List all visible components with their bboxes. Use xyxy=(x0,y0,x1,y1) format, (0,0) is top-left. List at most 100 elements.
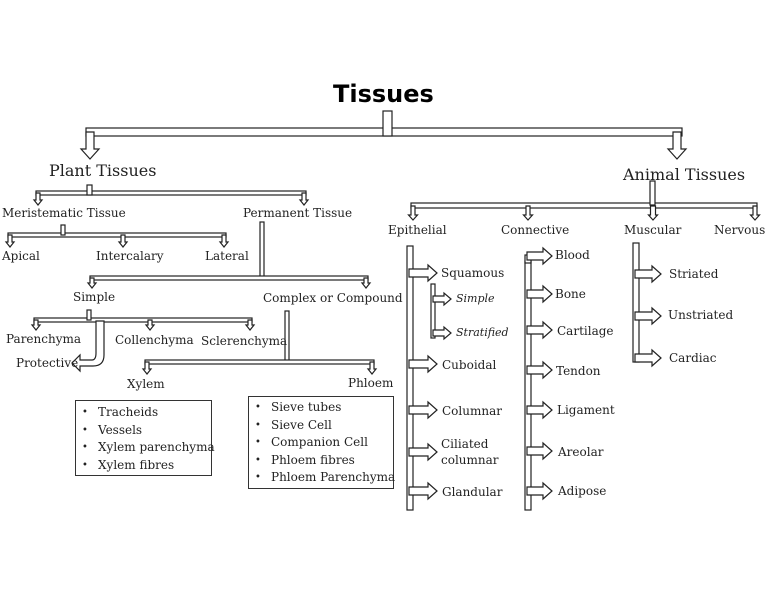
xylem-item: Vessels xyxy=(76,422,211,440)
phloem-item: Sieve tubes xyxy=(249,399,393,417)
unstriated-label: Unstriated xyxy=(668,308,734,322)
arrow-to-nervous xyxy=(749,205,761,221)
arrow-to-muscular xyxy=(647,205,659,221)
permanent-branch-bar xyxy=(89,275,369,281)
animal-branch-bar xyxy=(410,202,758,209)
phloem-items-box: Sieve tubes Sieve Cell Companion Cell Ph… xyxy=(248,396,395,489)
blood-label: Blood xyxy=(555,248,590,262)
arrow-to-parenchyma xyxy=(30,319,42,331)
collenchyma-label: Collenchyma xyxy=(115,333,194,347)
phloem-item: Sieve Cell xyxy=(249,417,393,435)
squamous-label: Squamous xyxy=(441,266,505,280)
title-stem xyxy=(382,110,393,137)
arrow-to-phloem xyxy=(366,361,378,375)
xylem-item: Tracheids xyxy=(76,404,211,422)
arrow-to-apical xyxy=(4,234,16,248)
epithelial-spine xyxy=(406,245,414,511)
protective-label: Protective xyxy=(16,356,79,370)
arrow-to-squamous xyxy=(408,263,438,283)
arrow-to-connective xyxy=(522,205,534,221)
muscular-label: Muscular xyxy=(624,223,682,237)
xylem-item: Xylem fibres xyxy=(76,457,211,475)
sclerenchyma-label: Sclerenchyma xyxy=(201,334,288,348)
simple-squamous-label: Simple xyxy=(456,292,495,305)
arrow-to-complex xyxy=(360,277,372,289)
striated-label: Striated xyxy=(669,267,719,281)
glandular-label: Glandular xyxy=(442,485,503,499)
animal-stem xyxy=(649,180,656,206)
simple-stem xyxy=(86,309,92,321)
diagram-title: Tissues xyxy=(333,80,434,108)
arrow-to-protective xyxy=(71,320,105,373)
xylem-label: Xylem xyxy=(127,377,165,391)
animal-tissues-label: Animal Tissues xyxy=(623,165,746,184)
epithelial-label: Epithelial xyxy=(388,223,447,237)
arrow-to-permanent xyxy=(298,192,310,206)
plant-tissues-label: Plant Tissues xyxy=(49,161,157,180)
phloem-item: Companion Cell xyxy=(249,434,393,452)
arrow-to-blood xyxy=(526,246,553,266)
plant-stem xyxy=(86,184,93,196)
simple-branch-bar xyxy=(33,317,253,323)
stratified-squamous-label: Stratified xyxy=(456,326,509,339)
complex-label: Complex or Compound xyxy=(263,291,403,305)
meristematic-tissue-label: Meristematic Tissue xyxy=(2,206,126,220)
arrow-to-epithelial xyxy=(407,205,419,221)
intercalary-label: Intercalary xyxy=(96,249,164,263)
phloem-label: Phloem xyxy=(348,376,394,390)
adipose-label: Adipose xyxy=(558,484,607,498)
arrow-to-collenchyma xyxy=(144,319,156,331)
parenchyma-label: Parenchyma xyxy=(6,332,82,346)
arrow-to-animal xyxy=(666,131,688,160)
arrow-to-intercalary xyxy=(117,234,129,248)
columnar-label: Columnar xyxy=(442,404,502,418)
arrow-to-areolar xyxy=(526,441,553,461)
complex-branch-bar xyxy=(144,359,375,365)
arrow-to-cartilage xyxy=(526,320,553,340)
meristematic-branch-bar xyxy=(7,232,227,238)
apical-label: Apical xyxy=(2,249,40,263)
arrow-to-columnar xyxy=(408,400,438,420)
arrow-to-meristematic xyxy=(32,192,44,206)
arrow-to-plant xyxy=(79,131,101,160)
xylem-item: Xylem parenchyma xyxy=(76,439,215,457)
bone-label: Bone xyxy=(555,287,586,301)
meristematic-stem xyxy=(60,224,66,236)
squamous-spine xyxy=(430,283,436,339)
arrow-to-adipose xyxy=(526,481,553,501)
arrow-to-ligament xyxy=(526,400,553,420)
arrow-to-cuboidal xyxy=(408,354,438,374)
arrow-to-sclerenchyma xyxy=(244,319,256,331)
permanent-tissue-label: Permanent Tissue xyxy=(243,206,353,220)
lateral-label: Lateral xyxy=(205,249,249,263)
arrow-to-bone xyxy=(526,284,553,304)
connective-label: Connective xyxy=(501,223,570,237)
simple-label: Simple xyxy=(73,290,116,304)
arrow-to-unstriated xyxy=(634,306,662,326)
cardiac-label: Cardiac xyxy=(669,351,717,365)
tendon-label: Tendon xyxy=(556,364,601,378)
arrow-to-simple xyxy=(86,277,98,289)
arrow-to-xylem xyxy=(141,361,153,375)
plant-branch-bar xyxy=(35,190,307,196)
cartilage-label: Cartilage xyxy=(557,324,614,338)
arrow-to-stratified-squamous xyxy=(432,325,452,341)
arrow-to-tendon xyxy=(526,360,553,380)
areolar-label: Areolar xyxy=(558,445,604,459)
ciliated-columnar-label: Ciliated columnar xyxy=(441,437,499,467)
ligament-label: Ligament xyxy=(557,403,615,417)
permanent-stem xyxy=(259,221,265,280)
arrow-to-simple-squamous xyxy=(432,291,452,307)
cuboidal-label: Cuboidal xyxy=(442,358,497,372)
muscular-spine xyxy=(632,242,640,363)
phloem-item: Phloem Parenchyma xyxy=(249,469,395,487)
phloem-item: Phloem fibres xyxy=(249,452,393,470)
arrow-to-cardiac xyxy=(634,348,662,368)
xylem-items-box: Tracheids Vessels Xylem parenchyma Xylem… xyxy=(75,400,215,476)
arrow-to-lateral xyxy=(218,234,230,248)
nervous-label: Nervous xyxy=(714,223,766,237)
arrow-to-ciliated-columnar xyxy=(408,442,438,462)
arrow-to-glandular xyxy=(408,481,438,501)
